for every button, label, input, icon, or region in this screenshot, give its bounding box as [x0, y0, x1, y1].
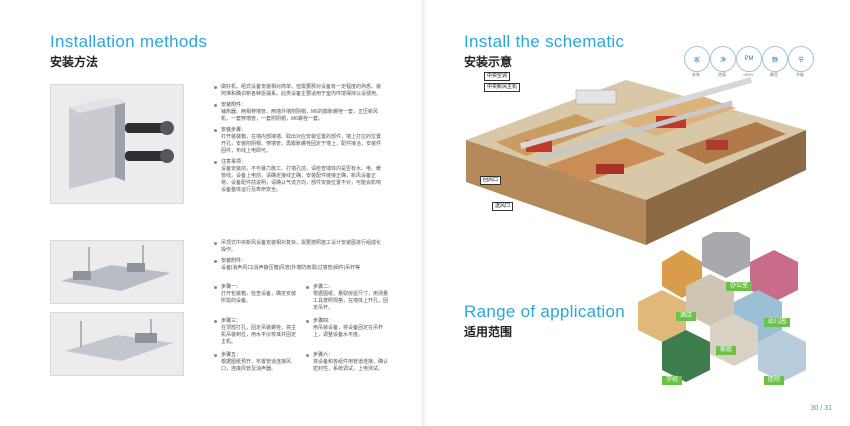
application-hexagon-collage [638, 232, 806, 382]
energy-icon: 节 [797, 57, 804, 64]
hex-label-kindergarten: 幼儿园 [764, 318, 791, 327]
note-item: 吊顶式中央新风设备安装相对复杂，需要按照施工设计安装图进行组成化操作。 [214, 240, 384, 254]
page-number: 30 / 31 [810, 405, 832, 412]
note-item: 安装附件：设备|消声风口|消声静压箱|风管|外墙防雨罩|过墙管|阀件|吊杆等 [214, 258, 384, 272]
notes-list: 做好机、组式设备安装相对简单。但需要那对设备有一定程度的熟悉。装阿准和确识新各种… [214, 84, 384, 198]
hex-label-school: 学校 [662, 376, 683, 385]
cert-label-5: 节能 [796, 72, 804, 77]
range-title: Range of application [464, 302, 626, 321]
installation-methods-title: Installation methods [50, 32, 208, 51]
hex-label-office: 办公室 [726, 282, 753, 291]
label-supply-vent: 送风口 [492, 202, 514, 211]
hex-label-home: 家庭 [716, 346, 737, 355]
schematic-subtitle: 安装示意 [464, 55, 513, 69]
label-fresh-air-unit: 中央新风主机 [484, 83, 521, 92]
purify-icon: 净 [719, 57, 726, 64]
cert-badge-5: 节 [788, 46, 814, 72]
cert-label-2: 除菌 [718, 72, 726, 77]
cert-label-1: 安装 [692, 72, 700, 77]
silent-icon: 静 [771, 57, 778, 64]
step-item: 步骤三：在顶部打孔，固定吊装螺栓，将主机吊装到位，用水平仪校准并固定主机。 [214, 318, 299, 346]
left-page: Installation methods 安装方法 做好机、组式设备安装相对简单… [0, 0, 424, 426]
range-subtitle: 适用范围 [464, 325, 513, 339]
cert-badge-4: 静 [762, 46, 788, 72]
hex-label-hotel: 酒店 [676, 312, 697, 321]
label-central-ac: 中央空调 [484, 72, 511, 81]
steps-grid: 步骤一：打开包装箱，检查设备，确定安装所需的设备。 步骤二：根据图纸，量取房屋尺… [214, 284, 394, 384]
schematic-title: Install the schematic [464, 32, 625, 51]
step-item: 步骤一：打开包装箱，检查设备，确定安装所需的设备。 [214, 284, 299, 305]
step-item: 步骤六：将设备和各组件用管道连接，确认密封性，系统调试，上电测试。 [306, 352, 391, 373]
cert-badge-1: 家 [684, 46, 710, 72]
house-schematic-illustration [466, 77, 806, 245]
ceiling-unit-photo-2 [50, 312, 184, 376]
pm25-icon: PM [744, 56, 754, 62]
ceiling-unit-photo-1 [50, 240, 184, 304]
note-item: 做好机、组式设备安装相对简单。但需要那对设备有一定程度的熟悉。装阿准和确识新各种… [214, 84, 384, 98]
house-icon: 家 [693, 57, 700, 64]
step-item: 步骤五：根据图纸预开，布置管道连接风口，连接风管及消声器。 [214, 352, 299, 373]
installation-methods-subtitle: 安装方法 [50, 55, 99, 69]
step-item: 步骤四：用吊装设备，将设备固定在吊杆上，调整设备水平度。 [306, 318, 391, 339]
cert-label-4: 静音 [770, 72, 778, 77]
note-item: 安装附件：铺热器、两相穿墙管、两墙外墙附阴帽，M6的膨胀螺栓一套，正压新风机，一… [214, 102, 384, 123]
note-item: 注意事项：设备安装前，不可暴力施工。打墙孔前，请检查墙体内是否有水、电、暖管线。… [214, 159, 384, 194]
cert-badge-2: 净 [710, 46, 736, 72]
cert-label-3: >99% [742, 72, 754, 77]
book-spine [422, 0, 428, 426]
label-return-vent: 回风口 [480, 176, 502, 185]
step-item: 步骤二：根据图纸，量取房屋尺寸，用测量工具按照规格，在墙体上开孔，固定吊杆。 [306, 284, 391, 312]
right-page: Install the schematic 安装示意 家 安装 净 除菌 PM … [426, 0, 850, 426]
note-item: 安装步骤：打开装装箱，在墙内部接墙、取出对应安装位置的部件，墙上打应的位置开孔，… [214, 127, 384, 155]
notes2-list: 吊顶式中央新风设备安装相对复杂，需要按照施工设计安装图进行组成化操作。 安装附件… [214, 240, 384, 276]
wall-unit-photo [50, 84, 184, 204]
cert-badge-3: PM [736, 46, 762, 72]
hex-label-hospital: 医院 [764, 376, 785, 385]
